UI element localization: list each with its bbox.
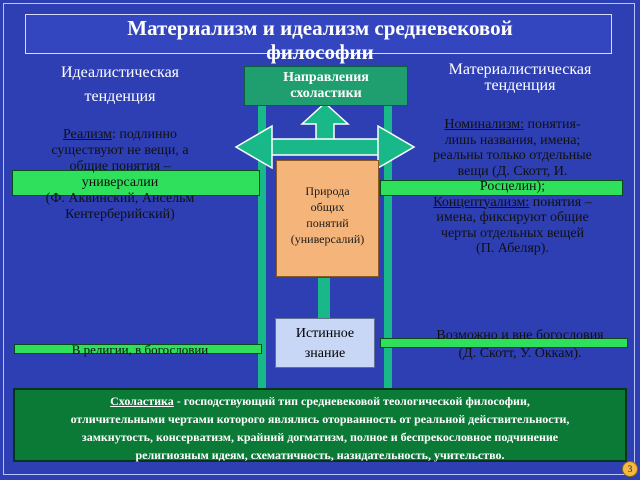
religion-text: В религии, в богословии: [71, 342, 209, 357]
left-arrow-head: [234, 124, 273, 170]
left-green-bar-bottom: [14, 344, 262, 354]
page-title: Материализм и идеализм средневековой фил…: [127, 16, 513, 64]
universals-box: Природа общих понятий (универсалий): [276, 160, 379, 277]
right-arrow-head: [377, 124, 416, 170]
left-vertical-bar: [258, 104, 266, 388]
realism-text: Реализм: подлинно существуют не вещи, а …: [45, 127, 195, 222]
slide-frame: [3, 3, 635, 475]
horizontal-arrow-shaft: [267, 138, 383, 156]
right-vertical-bar: [384, 104, 392, 388]
true-knowledge-box: Истинное знание: [275, 318, 375, 368]
title-box: [25, 14, 612, 54]
idealist-heading: Идеалистическая тенденция: [60, 64, 180, 105]
beyond-theology-text: Возможно и вне богословия (Д. Скотт, У. …: [436, 328, 604, 361]
materialist-heading: Материалистическая тенденция: [448, 61, 592, 94]
right-green-bar-bottom: [380, 338, 628, 348]
right-green-bar-top: [380, 180, 623, 196]
page-number-badge: 3: [622, 461, 638, 477]
scholasticism-definition: Схоластика - господствующий тип средневе…: [13, 388, 627, 462]
nominalism-text: Номинализм: понятия- лишь названия, имен…: [433, 117, 592, 256]
center-down-bar: [318, 278, 330, 318]
left-green-bar-top: [12, 170, 260, 196]
directions-box: Направления схоластики: [244, 66, 408, 106]
